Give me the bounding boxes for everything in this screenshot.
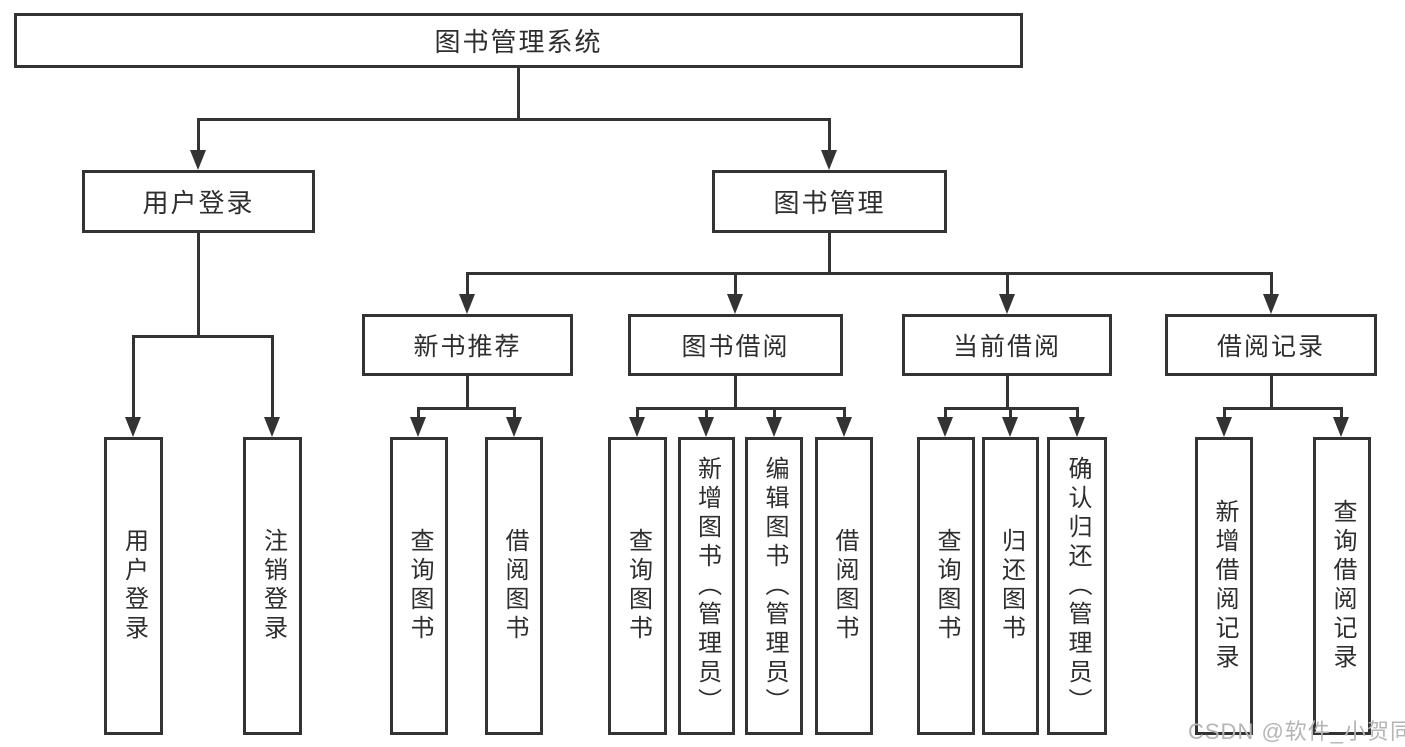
arrow-down-icon [821,150,837,170]
v-line [197,233,200,335]
v-line [1340,407,1343,419]
leaf-label: 借阅图书 [831,528,858,644]
leaf-query-books-recommend: 查询图书 [390,437,448,735]
node-library-system: 图书管理系统 [14,13,1023,68]
h-line [132,335,274,338]
arrow-down-icon [264,417,280,437]
v-line [197,118,200,152]
v-line [1006,272,1009,296]
v-line [466,376,469,407]
v-line [271,335,274,419]
v-line [828,233,831,272]
v-line [1006,376,1009,407]
leaf-label: 确认归还（管理员） [1064,455,1091,717]
leaf-query-books-borrowing: 查询图书 [608,437,667,735]
v-line [705,407,708,419]
arrow-down-icon [937,417,953,437]
leaf-borrow-books: 借阅图书 [815,437,873,735]
h-line [197,118,831,121]
h-line [466,272,1273,275]
leaf-query-borrow-record: 查询借阅记录 [1313,437,1371,735]
v-line [734,272,737,296]
leaf-add-book-admin: 新增图书（管理员） [678,437,735,735]
v-line [466,272,469,296]
leaf-borrow-books-recommend: 借阅图书 [485,437,543,735]
v-line [734,376,737,407]
arrow-down-icon [459,294,475,314]
v-line [132,335,135,419]
v-line [1223,407,1226,419]
leaf-confirm-return-admin: 确认归还（管理员） [1047,437,1107,735]
leaf-label: 查询图书 [406,528,433,644]
v-line [843,407,846,419]
h-line [1223,407,1343,410]
leaf-label: 新增借阅记录 [1211,499,1238,673]
leaf-label: 新增图书（管理员） [693,455,721,717]
node-borrow-records: 借阅记录 [1165,314,1377,376]
h-line [636,407,846,410]
leaf-label: 查询图书 [933,528,960,644]
leaf-logout: 注销登录 [243,437,302,735]
leaf-add-borrow-record: 新增借阅记录 [1195,437,1253,735]
arrow-down-icon [727,294,743,314]
arrow-down-icon [125,417,141,437]
arrow-down-icon [629,417,645,437]
v-line [517,68,520,118]
v-line [636,407,639,419]
v-line [1009,407,1012,419]
v-line [417,407,420,419]
arrow-down-icon [698,417,714,437]
leaf-query-books-current: 查询图书 [917,437,975,735]
leaf-return-book: 归还图书 [982,437,1039,735]
arrow-down-icon [1216,417,1232,437]
v-line [1076,407,1079,419]
arrow-down-icon [999,294,1015,314]
node-book-borrowing: 图书借阅 [628,314,843,376]
leaf-user-login: 用户登录 [104,437,163,735]
leaf-edit-book-admin: 编辑图书（管理员） [745,437,803,735]
node-current-borrowing: 当前借阅 [902,314,1112,376]
leaf-label: 查询图书 [624,528,652,644]
v-line [513,407,516,419]
v-line [773,407,776,419]
arrow-down-icon [836,417,852,437]
v-line [944,407,947,419]
leaf-label: 借阅图书 [501,528,528,644]
v-line [1270,272,1273,296]
arrow-down-icon [1069,417,1085,437]
arrow-down-icon [410,417,426,437]
watermark: CSDN @软件_小贺同学 [1188,719,1405,744]
arrow-down-icon [506,417,522,437]
node-book-management: 图书管理 [712,170,947,233]
node-new-book-recommend: 新书推荐 [362,314,573,376]
arrow-down-icon [190,150,206,170]
node-user-login: 用户登录 [82,170,315,233]
v-line [828,118,831,152]
leaf-label: 注销登录 [259,528,287,644]
leaf-label: 查询借阅记录 [1329,499,1356,673]
arrow-down-icon [1333,417,1349,437]
v-line [1270,376,1273,407]
h-line [417,407,516,410]
arrow-down-icon [1002,417,1018,437]
arrow-down-icon [1263,294,1279,314]
arrow-down-icon [766,417,782,437]
leaf-label: 归还图书 [997,528,1025,644]
leaf-label: 编辑图书（管理员） [761,455,788,717]
leaf-label: 用户登录 [120,528,148,644]
